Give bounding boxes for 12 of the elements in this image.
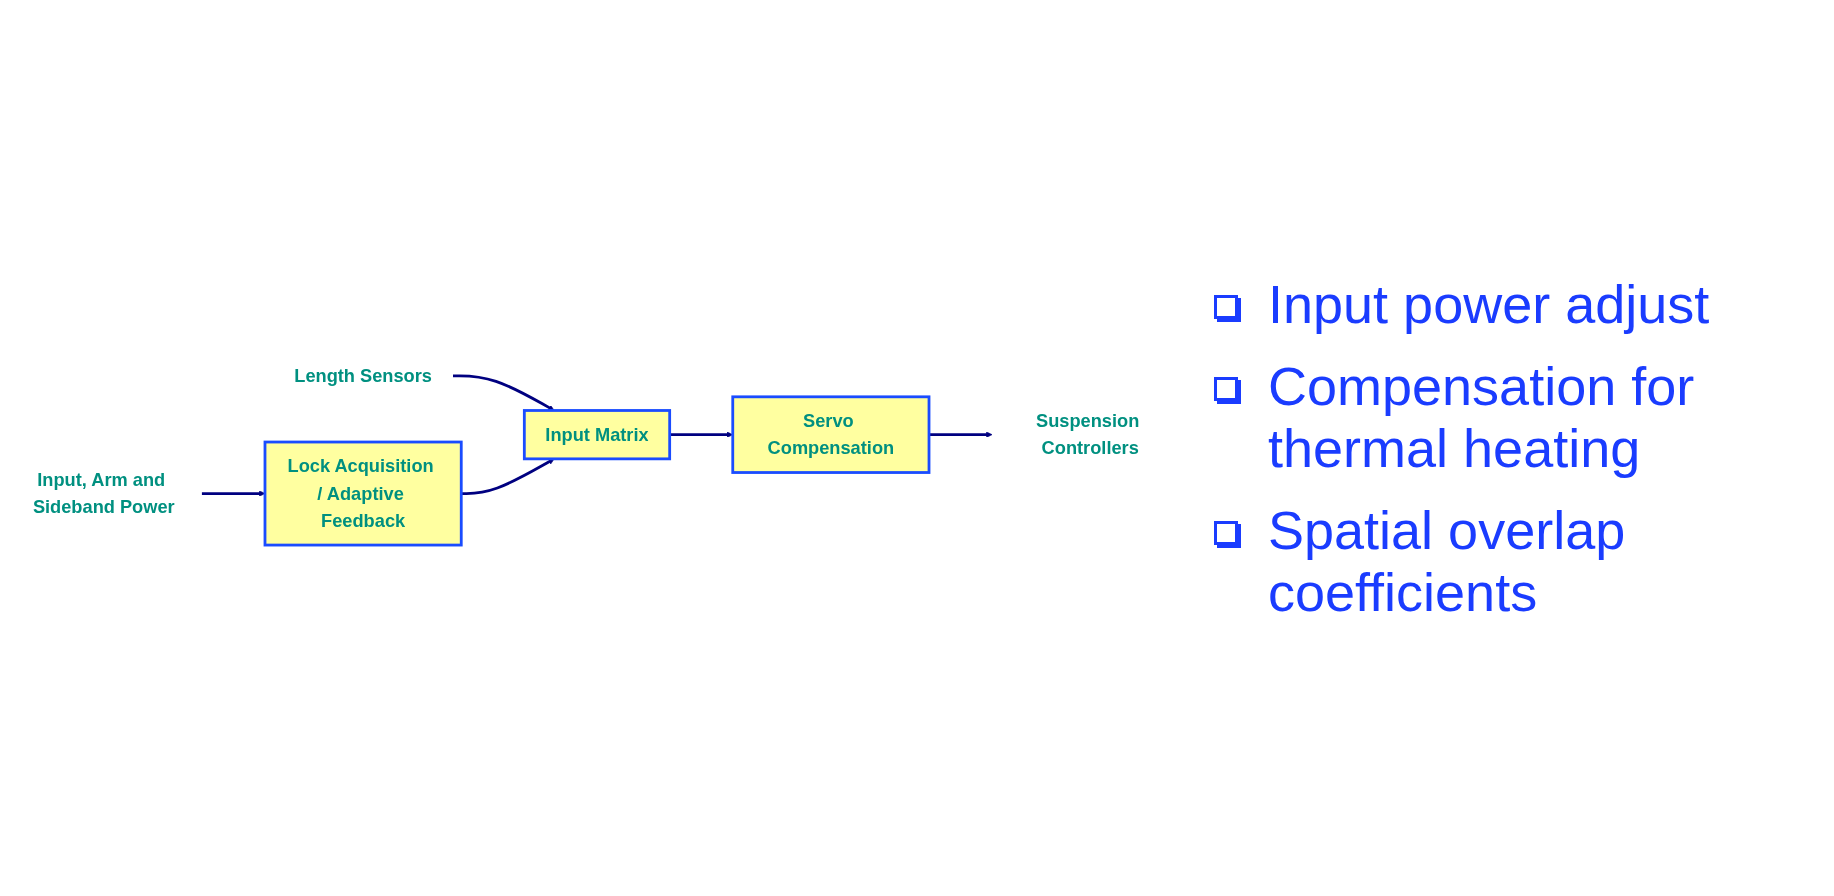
arrow xyxy=(453,374,555,411)
bullet-text: Input power adjust xyxy=(1268,272,1710,335)
bullet-text: Compensation for thermal heating xyxy=(1268,354,1696,480)
node-box: Servo Compensation xyxy=(731,395,931,474)
node-text: Length Sensors xyxy=(294,364,432,386)
node-box: Lock Acquisition / Adaptive Feedback xyxy=(263,440,463,547)
bullet-text: Spatial overlap coefficients xyxy=(1268,499,1627,624)
node-text: Suspension Controllers xyxy=(1036,409,1140,459)
node-text: Input, Arm and Sideband Power xyxy=(32,468,175,518)
node-box: Input Matrix xyxy=(522,408,672,460)
arrow xyxy=(461,458,555,495)
arrow xyxy=(929,431,993,438)
